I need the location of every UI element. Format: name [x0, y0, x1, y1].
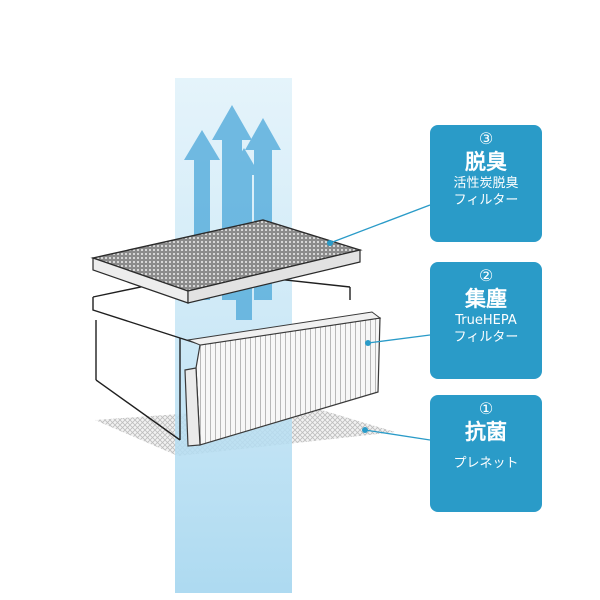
- callout-title: 抗菌: [465, 420, 507, 444]
- leader-line-antibacterial: [364, 429, 431, 441]
- leader-line-dust: [367, 334, 431, 344]
- leader-dot-antibacterial: [362, 427, 368, 433]
- callout-antibacterial: ① 抗菌 プレネット: [430, 395, 542, 512]
- callout-dust-collection: ② 集塵 TrueHEPA フィルター: [430, 262, 542, 379]
- callout-number: ③: [478, 129, 494, 148]
- hepa-filter: [184, 311, 382, 447]
- leader-line-deodorize: [329, 204, 431, 244]
- callout-subtitle-line1: 活性炭脱臭: [453, 176, 519, 191]
- callout-subtitle-line2: フィルター: [453, 193, 519, 208]
- leader-dot-deodorize: [327, 240, 333, 246]
- callout-number: ②: [478, 266, 494, 285]
- leader-dot-dust: [365, 340, 371, 346]
- callout-title: 集塵: [465, 287, 507, 311]
- callout-subtitle-line2: フィルター: [453, 330, 519, 345]
- callout-subtitle-line1: TrueHEPA: [455, 313, 517, 328]
- callout-title: 脱臭: [465, 150, 507, 174]
- callout-number: ①: [478, 399, 494, 418]
- callout-subtitle-line1: プレネット: [453, 456, 519, 471]
- carbon-filter: [90, 219, 363, 304]
- airflow-arrow: [184, 130, 220, 300]
- callout-deodorize: ③ 脱臭 活性炭脱臭 フィルター: [430, 125, 542, 242]
